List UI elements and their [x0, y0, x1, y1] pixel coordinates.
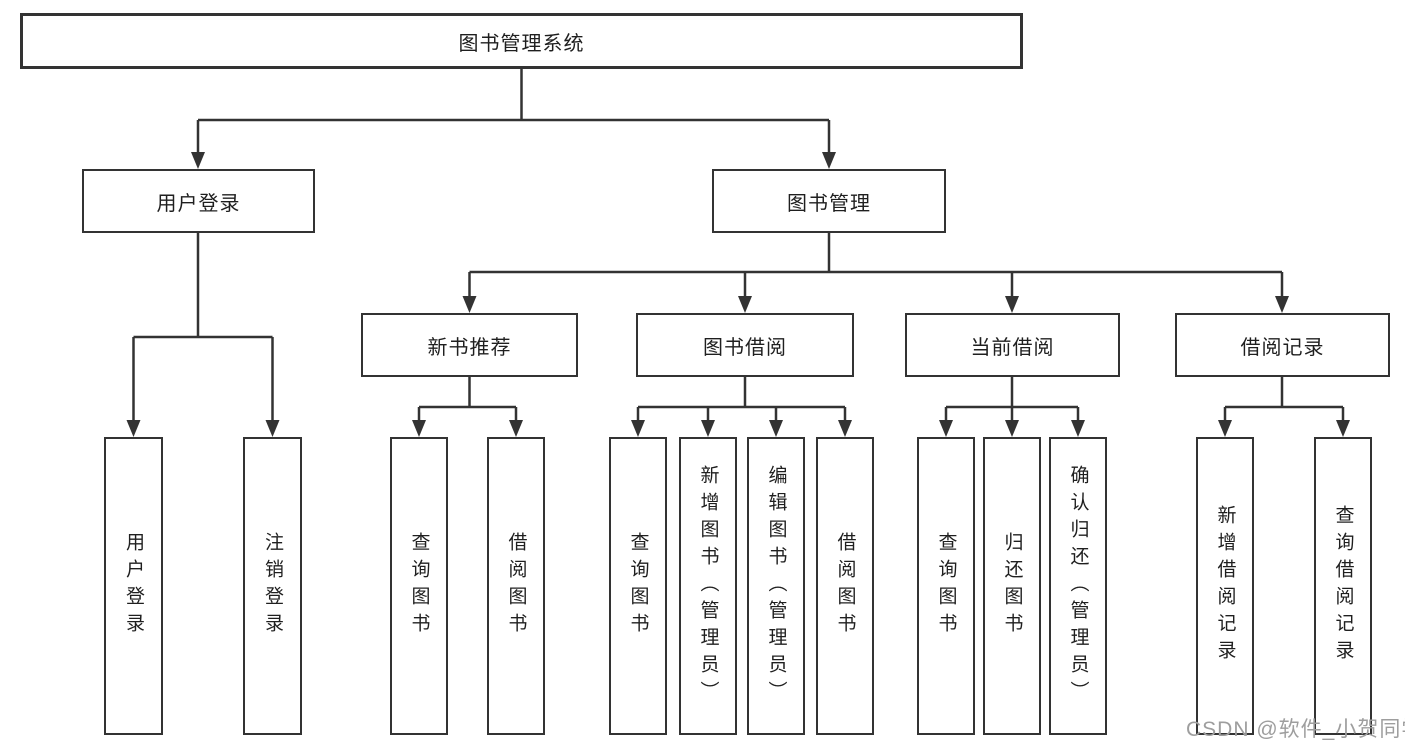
node-label: 图书管理 — [787, 192, 871, 215]
node-book-borrowing: 图书借阅 — [636, 313, 854, 377]
node-current-borrowing: 当前借阅 — [905, 313, 1120, 377]
leaf-add-borrow-record: 新增借阅记录 — [1196, 437, 1254, 735]
node-label: 用户登录 — [156, 192, 241, 215]
node-user-login: 用户登录 — [82, 169, 315, 233]
node-label: 查询图书 — [935, 532, 957, 640]
node-label: 用户登录 — [123, 532, 144, 640]
node-label: 借阅图书 — [834, 532, 856, 640]
leaf-query-books-borrowing: 查询图书 — [609, 437, 667, 735]
node-label: 查询借阅记录 — [1332, 505, 1354, 667]
arrowhead-icons — [126, 152, 1350, 437]
node-label: 编辑图书（管理员） — [765, 464, 787, 708]
node-label: 归还图书 — [1001, 532, 1023, 640]
node-label: 图书管理系统 — [458, 32, 585, 55]
node-borrowing-records: 借阅记录 — [1175, 313, 1390, 377]
node-label: 借阅记录 — [1240, 336, 1325, 359]
node-label: 新书推荐 — [427, 336, 512, 359]
leaf-query-books-current: 查询图书 — [917, 437, 975, 735]
leaf-return-books: 归还图书 — [983, 437, 1041, 735]
leaf-borrow-books: 借阅图书 — [816, 437, 874, 735]
leaf-logout: 注销登录 — [243, 437, 302, 735]
node-label: 新增图书（管理员） — [697, 464, 719, 708]
node-new-book-recommend: 新书推荐 — [361, 313, 578, 377]
leaf-add-books-admin: 新增图书（管理员） — [679, 437, 737, 735]
node-label: 新增借阅记录 — [1214, 505, 1236, 667]
leaf-query-borrow-record: 查询借阅记录 — [1314, 437, 1372, 735]
node-library-management-system: 图书管理系统 — [20, 13, 1023, 69]
node-label: 查询图书 — [408, 532, 430, 640]
node-label: 注销登录 — [262, 532, 283, 640]
leaf-borrow-books-recommend: 借阅图书 — [487, 437, 545, 735]
node-label: 确认归还（管理员） — [1067, 464, 1089, 708]
node-label: 查询图书 — [627, 532, 649, 640]
node-book-management: 图书管理 — [712, 169, 946, 233]
leaf-query-books-recommend: 查询图书 — [390, 437, 448, 735]
node-label: 借阅图书 — [505, 532, 527, 640]
node-label: 图书借阅 — [703, 336, 787, 359]
node-label: 当前借阅 — [970, 336, 1055, 359]
leaf-confirm-return-admin: 确认归还（管理员） — [1049, 437, 1107, 735]
leaf-edit-books-admin: 编辑图书（管理员） — [747, 437, 805, 735]
leaf-user-login: 用户登录 — [104, 437, 163, 735]
